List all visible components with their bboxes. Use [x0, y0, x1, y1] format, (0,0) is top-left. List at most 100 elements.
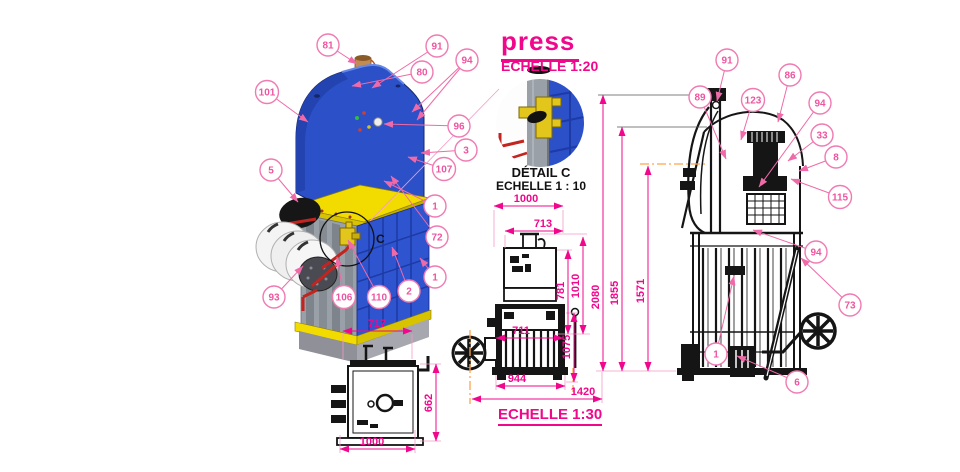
svg-text:93: 93 [268, 293, 280, 304]
svg-text:1: 1 [713, 350, 719, 361]
svg-text:8: 8 [833, 153, 839, 164]
front-view-wheel [451, 335, 487, 371]
svg-text:96: 96 [453, 122, 465, 133]
callout-1-upper: 1 [423, 194, 447, 218]
callout-96: 96 [447, 114, 471, 138]
callout-101: 101 [254, 79, 280, 105]
svg-text:94: 94 [810, 248, 822, 259]
svg-text:1855: 1855 [609, 281, 621, 305]
hood-control-buttons [314, 84, 401, 132]
svg-text:2080: 2080 [590, 285, 602, 309]
drawing-title: press [501, 26, 580, 62]
callout-94-side-upper: 94 [808, 91, 832, 115]
detail-reference-line [369, 88, 500, 222]
svg-text:86: 86 [784, 71, 796, 82]
svg-text:73: 73 [844, 301, 856, 312]
svg-text:115: 115 [832, 193, 849, 204]
callout-86: 86 [778, 63, 802, 87]
callout-93: 93 [262, 285, 286, 309]
svg-text:123: 123 [745, 96, 762, 107]
callout-94-side-lower: 94 [804, 240, 828, 264]
callouts-right: 91 89 123 86 94 33 8 115 94 73 6 1 [688, 48, 862, 394]
svg-text:944: 944 [508, 373, 527, 385]
dim-front-hood-height: 781 [555, 249, 572, 335]
dim-top-overall-width: 1000 [339, 436, 416, 453]
callout-81: 81 [316, 33, 340, 57]
callout-91: 91 [425, 34, 449, 58]
svg-text:91: 91 [431, 42, 443, 53]
side-view-power-pack [743, 131, 787, 225]
dim-side-mast-height: 1855 [609, 126, 626, 372]
svg-text:2: 2 [406, 287, 412, 298]
svg-text:3: 3 [463, 146, 469, 157]
dim-front-upper-height: 1010 [570, 236, 587, 335]
front-view [451, 232, 580, 380]
bottom-scale-label: ECHELLE 1:30 [498, 406, 603, 426]
callout-2: 2 [397, 279, 421, 303]
svg-text:72: 72 [431, 233, 443, 244]
svg-text:81: 81 [322, 41, 334, 52]
svg-text:107: 107 [436, 165, 453, 176]
side-view-wheel [762, 312, 837, 354]
dim-front-top-width: 1000 [493, 193, 564, 210]
callout-33: 33 [810, 123, 834, 147]
dim-front-cage-width: 711 [495, 325, 564, 342]
callout-106: 106 [331, 284, 357, 310]
callout-72: 72 [425, 225, 449, 249]
callout-89: 89 [688, 85, 712, 109]
svg-text:33: 33 [816, 131, 828, 142]
machine-drive-assembly [255, 197, 354, 311]
dim-side-axle-height: 1571 [635, 165, 652, 372]
dim-front-base-width: 944 [495, 373, 566, 390]
front-view-fittings [510, 254, 531, 272]
callout-6: 6 [785, 370, 809, 394]
callout-80: 80 [410, 60, 434, 84]
callout-1-side: 1 [704, 342, 728, 366]
svg-text:1571: 1571 [635, 279, 647, 303]
svg-text:781: 781 [555, 282, 567, 300]
svg-text:1: 1 [432, 273, 438, 284]
callout-3: 3 [454, 138, 478, 162]
svg-text:101: 101 [259, 88, 276, 99]
callout-1-lower: 1 [423, 265, 447, 289]
svg-text:662: 662 [423, 394, 435, 412]
svg-text:94: 94 [461, 56, 473, 67]
callout-91-side: 91 [715, 48, 739, 72]
svg-text:713: 713 [534, 218, 552, 230]
svg-text:6: 6 [794, 378, 800, 389]
dim-top-body-width: 717 [342, 318, 413, 335]
callouts-left: 81 91 80 94 101 96 3 107 5 1 72 1 2 93 1… [254, 33, 479, 310]
detail-c-view [496, 66, 584, 167]
svg-text:106: 106 [336, 293, 353, 304]
machine-3d-view: C [255, 55, 432, 363]
svg-text:711: 711 [512, 325, 530, 337]
detail-c-marker-letter: C [376, 232, 385, 246]
top-view-connectors [331, 385, 346, 423]
detail-c-marker-circle [319, 211, 375, 267]
svg-text:1000: 1000 [514, 193, 538, 205]
callout-115: 115 [827, 184, 853, 210]
svg-text:1075: 1075 [561, 335, 573, 359]
detail-view-label: DÉTAIL C [511, 165, 571, 180]
svg-text:91: 91 [721, 56, 733, 67]
dim-front-cage-height: 1075 [561, 312, 578, 383]
svg-text:89: 89 [694, 93, 706, 104]
callout-8: 8 [824, 145, 848, 169]
detail-scale-label: ECHELLE 1 : 10 [495, 179, 587, 193]
svg-text:1420: 1420 [571, 386, 595, 398]
top-view [331, 344, 430, 446]
callout-73: 73 [838, 293, 862, 317]
callout-123: 123 [740, 87, 766, 113]
svg-text:1000: 1000 [360, 436, 384, 448]
dimensions: 1000 713 781 1010 1075 711 944 1420 [339, 94, 709, 453]
svg-text:717: 717 [368, 318, 386, 330]
svg-text:80: 80 [416, 68, 428, 79]
callout-94: 94 [455, 48, 479, 72]
callout-5: 5 [259, 158, 283, 182]
svg-text:94: 94 [814, 99, 826, 110]
dim-front-overall-depth: 1420 [471, 386, 603, 403]
main-scale-label: ECHELLE 1:20 [501, 58, 599, 74]
dim-front-hood-width: 713 [504, 218, 564, 235]
callout-110: 110 [366, 284, 392, 310]
